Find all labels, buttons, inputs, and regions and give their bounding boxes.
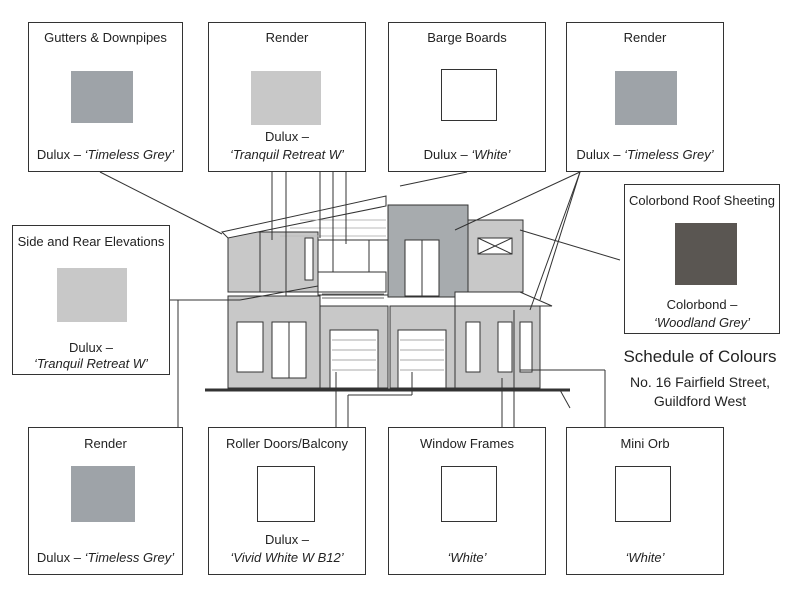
roller-doors-box: Roller Doors/Balcony Dulux – ‘Vivid Whit… [208,427,366,575]
frames-title: Window Frames [420,436,514,451]
side-rear-box: Side and Rear Elevations Dulux – ‘Tranqu… [12,225,170,375]
render2-colour-line: Dulux – ‘Timeless Grey’ [567,147,723,162]
timeless-grey-swatch [71,71,133,123]
frames-colour-line: ‘White’ [389,550,545,565]
side-brand: Dulux – [68,340,114,355]
roof-title: Colorbond Roof Sheeting [629,193,775,208]
balcony-wall [317,239,389,296]
render2-colour: ‘Timeless Grey’ [624,147,714,162]
render1-title: Render [265,30,309,45]
render2-title: Render [623,30,667,45]
side-title: Side and Rear Elevations [17,234,165,249]
white-swatch [615,466,671,522]
render2-brand: Dulux – [576,147,625,162]
render3-colour: ‘Timeless Grey’ [84,550,175,565]
timeless-grey-swatch [71,466,135,522]
barge-boards-box: Barge Boards Dulux – ‘White’ [388,22,546,172]
tranquil-retreat-swatch [251,71,321,125]
roller-title: Roller Doors/Balcony [225,436,349,451]
render1-colour: ‘Tranquil Retreat W’ [230,147,344,162]
render3-brand: Dulux – [36,550,85,565]
lower-left-window [236,321,264,373]
gutters-box: Gutters & Downpipes Dulux – ‘Timeless Gr… [28,22,183,172]
white-swatch [441,69,497,121]
roller-colour: ‘Vivid White W B12’ [230,550,344,565]
render-timeless-box: Render Dulux – ‘Timeless Grey’ [566,22,724,172]
gutters-colour: ‘Timeless Grey’ [84,147,175,162]
render-bottom-box: Render Dulux – ‘Timeless Grey’ [28,427,183,575]
leader-lines [99,171,621,427]
barge-brand: Dulux – [423,147,472,162]
roller-brand: Dulux – [264,532,310,547]
vivid-white-swatch [257,466,315,522]
barge-colour: ‘White’ [471,147,511,162]
roof-sheeting-box: Colorbond Roof Sheeting Colorbond – ‘Woo… [624,184,780,334]
woodland-grey-swatch [675,223,737,285]
roof-brand: Colorbond – [666,297,738,312]
timeless-grey-swatch [615,71,677,125]
lower-right-window-1 [465,321,481,373]
ground-step [559,389,571,409]
miniorb-colour-line: ‘White’ [567,550,723,565]
side-colour: ‘Tranquil Retreat W’ [34,356,148,371]
lower-right-window-3 [519,321,533,373]
barge-colour-line: Dulux – ‘White’ [389,147,545,162]
barge-title: Barge Boards [427,30,507,45]
roller-door-right [397,329,447,389]
roller-colour-line: ‘Vivid White W B12’ [209,550,365,565]
roof-colour: ‘Woodland Grey’ [653,315,751,330]
roof-colour-line: ‘Woodland Grey’ [625,315,779,330]
house-elevation [205,195,571,409]
left-roof [221,195,387,239]
far-right-wall [467,219,524,293]
frames-colour: ‘White’ [447,550,487,565]
schedule-address-2: Guildford West [653,393,747,409]
schedule-title: Schedule of Colours [623,347,777,366]
lower-right-window-2 [497,321,513,373]
miniorb-title: Mini Orb [620,436,670,451]
render3-title: Render [84,436,127,451]
side-colour-line: ‘Tranquil Retreat W’ [13,356,169,371]
render1-colour-line: ‘Tranquil Retreat W’ [209,147,365,162]
render3-colour-line: Dulux – ‘Timeless Grey’ [29,550,182,565]
white-swatch [441,466,497,522]
right-lower-roof [454,291,553,307]
render1-brand: Dulux – [264,129,310,144]
slit-window [304,237,314,281]
upper-left-wall [227,231,319,293]
roller-door-left [329,329,379,389]
render-tranquil-box: Render Dulux – ‘Tranquil Retreat W’ [208,22,366,172]
miniorb-colour: ‘White’ [625,550,665,565]
gutters-brand: Dulux – [36,147,85,162]
mini-orb-box: Mini Orb ‘White’ [566,427,724,575]
schedule-address-1: No. 16 Fairfield Street, [629,374,771,390]
gutters-colour-line: Dulux – ‘Timeless Grey’ [29,147,182,162]
window-frames-box: Window Frames ‘White’ [388,427,546,575]
balcony-rail [317,271,387,293]
gutters-title: Gutters & Downpipes [44,30,167,45]
tranquil-retreat-swatch [57,268,127,322]
